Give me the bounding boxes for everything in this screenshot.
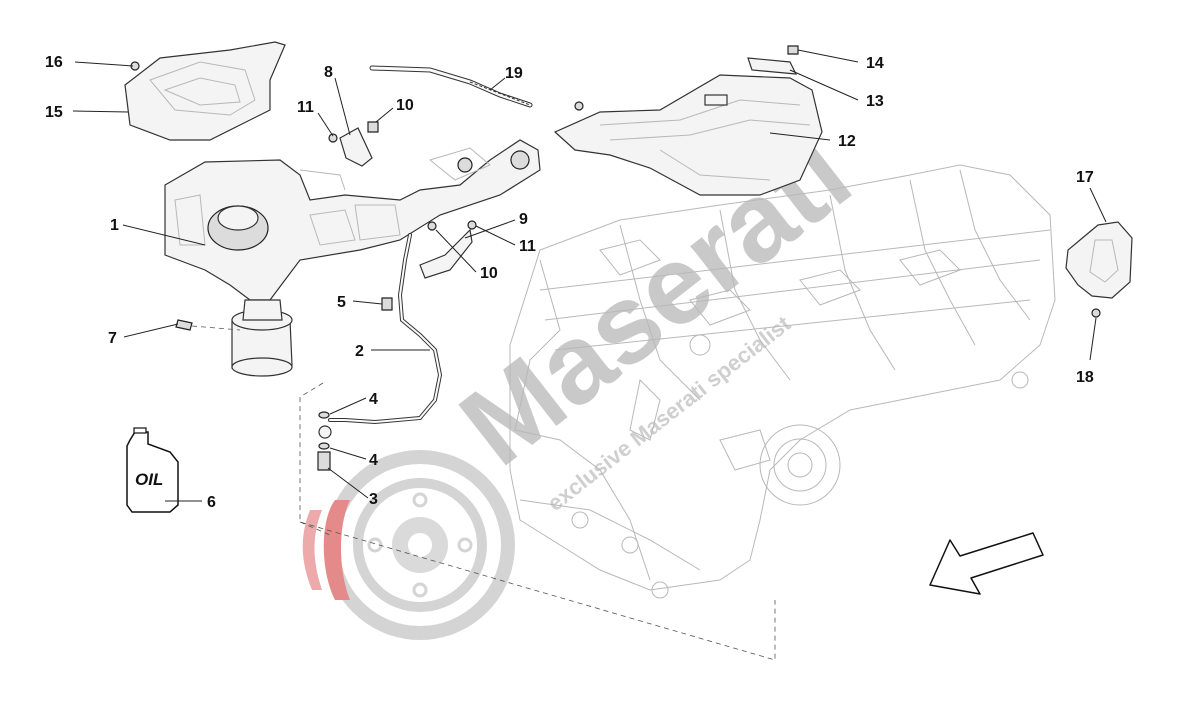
callout-18: 18: [1076, 369, 1094, 386]
banjo-fitting: [318, 425, 332, 439]
callout-15: 15: [45, 104, 63, 121]
leader-lines: [72, 49, 1107, 502]
callout-11-lower: 11: [519, 238, 536, 255]
callout-14: 14: [866, 55, 884, 72]
callout-4-lower: 4: [369, 452, 378, 469]
bolt-11-top: [328, 133, 338, 143]
callout-4-upper: 4: [369, 391, 378, 408]
callout-7: 7: [108, 330, 117, 347]
gearbox-housing: [509, 164, 1056, 599]
watermark: Maserati exclusive Maserati specialist: [302, 111, 873, 640]
callout-12: 12: [838, 133, 856, 150]
callout-10-top: 10: [396, 97, 414, 114]
callout-8: 8: [324, 64, 333, 81]
bolt-11-lower: [467, 220, 477, 230]
callout-2: 2: [355, 343, 364, 360]
washer-4-lower: [318, 442, 330, 450]
front-direction-arrow-icon: [929, 532, 1044, 595]
callout-5: 5: [337, 294, 346, 311]
bolt-10-top: [367, 121, 379, 133]
dashed-reference-lines: [299, 382, 776, 661]
bolt-5: [381, 297, 393, 311]
oil-label: OIL: [135, 470, 163, 489]
callout-19: 19: [505, 65, 523, 82]
bolt-18: [1091, 308, 1101, 318]
callout-3: 3: [369, 491, 378, 508]
pipe-19: [369, 65, 533, 108]
bracket-9: [419, 228, 473, 279]
callout-1: 1: [110, 217, 119, 234]
bracket-17: [1065, 221, 1133, 299]
callout-13: 13: [866, 93, 884, 110]
callout-11-top: 11: [297, 99, 314, 116]
callout-6: 6: [207, 494, 216, 511]
bolt-14: [787, 45, 799, 55]
callout-10-lower: 10: [480, 265, 498, 282]
pipe-2: [328, 233, 443, 425]
accumulator-sphere: [231, 299, 293, 377]
heat-shield-top: [553, 74, 823, 196]
oil-can-icon: OIL: [126, 427, 179, 513]
callout-9: 9: [519, 211, 528, 228]
bolt-10-lower: [427, 221, 437, 231]
callout-16: 16: [45, 54, 63, 71]
bolt-12-left: [574, 101, 584, 111]
heat-shield-15: [124, 41, 286, 141]
bracket-8: [339, 127, 373, 167]
clip-13: [747, 57, 798, 75]
callout-17: 17: [1076, 169, 1094, 186]
callout-labels: 16 15 8 11 10 19 14 13 12 17 1 9 11 10 5…: [45, 54, 1094, 511]
washer-4-upper: [318, 411, 330, 419]
bolt-3: [317, 451, 331, 471]
watermark-disc-icon: [302, 450, 515, 640]
bolt-7: [175, 319, 241, 331]
